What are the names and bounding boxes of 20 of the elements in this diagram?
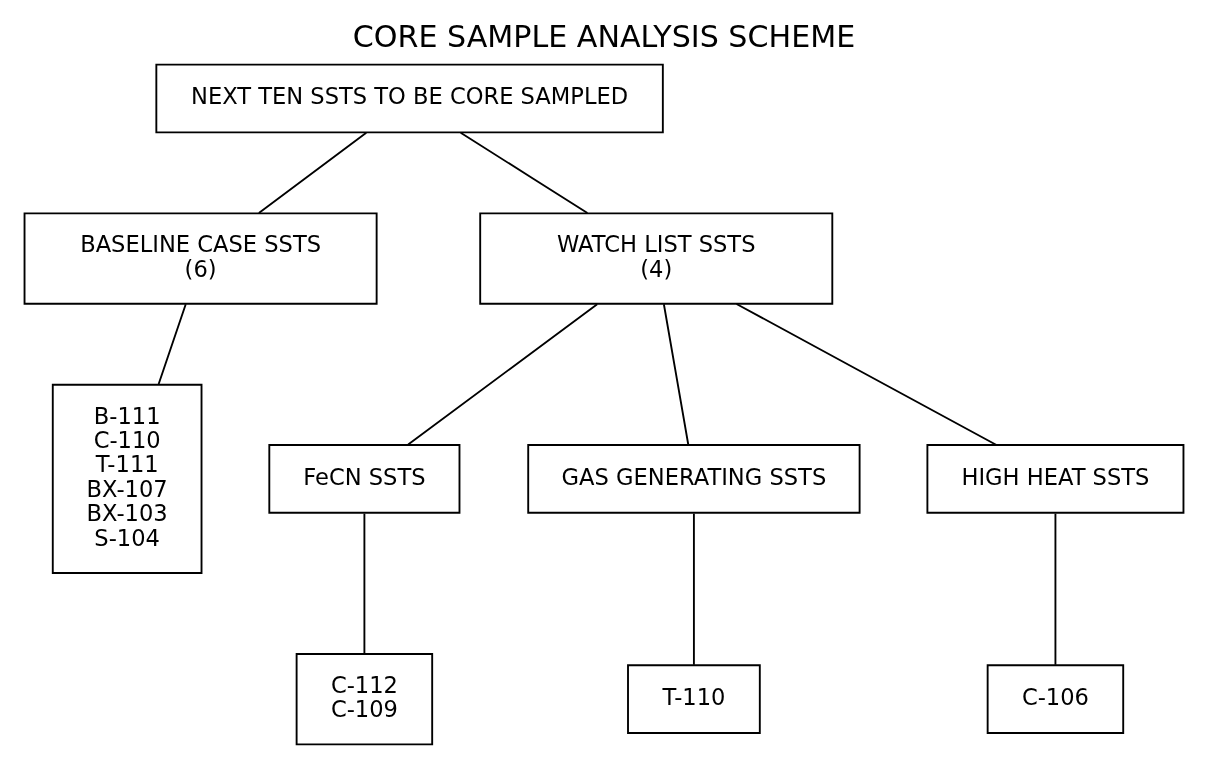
connector bbox=[459, 131, 588, 214]
connector bbox=[692, 512, 695, 666]
node-box: B-111 C-110 T-111 BX-107 BX-103 S-104 bbox=[51, 383, 202, 574]
node-box: WATCH LIST SSTS (4) bbox=[478, 212, 833, 305]
node-box: T-110 bbox=[626, 664, 761, 734]
connector bbox=[257, 131, 367, 214]
connector bbox=[1054, 512, 1056, 666]
diagram-title: CORE SAMPLE ANALYSIS SCHEME bbox=[352, 19, 855, 55]
connector bbox=[362, 512, 365, 655]
node-box: C-112 C-109 bbox=[295, 653, 433, 746]
node-box: BASELINE CASE SSTS (6) bbox=[23, 212, 378, 305]
connector bbox=[157, 303, 187, 385]
connector bbox=[735, 303, 997, 446]
connector bbox=[662, 303, 689, 446]
node-box: C-106 bbox=[986, 664, 1124, 734]
node-box: FeCN SSTS bbox=[267, 444, 460, 514]
connector bbox=[406, 303, 598, 446]
node-box: HIGH HEAT SSTS bbox=[925, 444, 1184, 514]
node-box: GAS GENERATING SSTS bbox=[526, 444, 861, 514]
node-box: NEXT TEN SSTS TO BE CORE SAMPLED bbox=[154, 63, 664, 134]
